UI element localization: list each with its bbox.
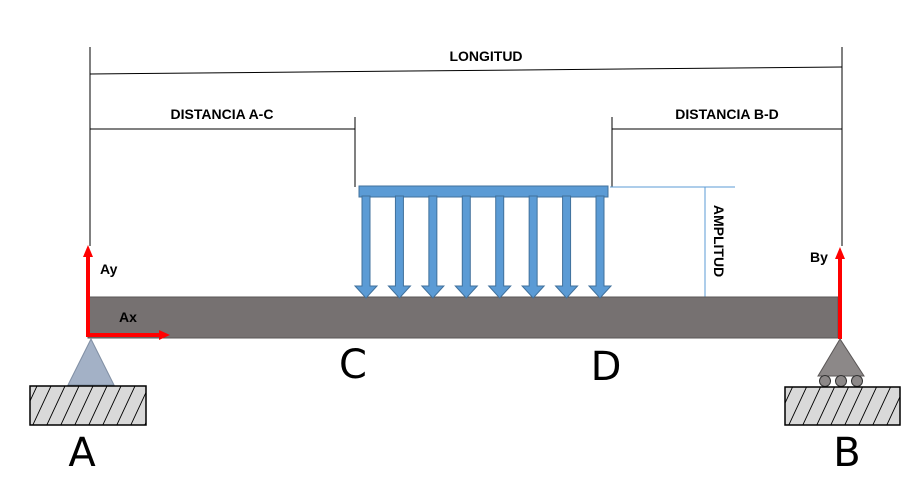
beam <box>87 296 839 339</box>
reaction-ay <box>83 245 93 337</box>
load-arrow <box>353 195 379 299</box>
load-arrow <box>521 195 546 299</box>
load-arrow <box>387 195 412 299</box>
roller-support-b <box>784 338 901 426</box>
reaction-by <box>835 247 845 339</box>
ground-a-hatch <box>29 385 147 426</box>
load-arrow <box>420 195 445 299</box>
dimension-lines <box>89 47 843 246</box>
pin-triangle <box>67 337 115 386</box>
reaction-by-arrowhead <box>835 247 845 259</box>
distributed-load <box>353 185 613 299</box>
roller-triangle <box>817 338 865 377</box>
roller-wheel <box>819 375 831 387</box>
roller-wheel <box>835 375 847 387</box>
ground-b-hatch <box>784 386 901 426</box>
ay-label: Ay <box>100 261 118 277</box>
load-arrow <box>454 195 479 299</box>
by-label: By <box>810 249 828 265</box>
load-top-bar <box>358 185 609 198</box>
reaction-ax <box>86 330 170 340</box>
load-arrow <box>587 195 613 299</box>
length-label: LONGITUD <box>449 48 522 64</box>
load-arrow <box>487 195 512 299</box>
length-dimension-line <box>89 66 843 75</box>
reaction-ax-arrowhead <box>159 330 170 340</box>
reaction-ay-arrowhead <box>83 245 93 257</box>
dist-bd-label: DISTANCIA B-D <box>675 106 778 122</box>
load-arrow <box>554 195 579 299</box>
point-b-label: B <box>833 430 860 476</box>
dist-ac-label: DISTANCIA A-C <box>171 106 274 122</box>
ax-label: Ax <box>119 309 137 325</box>
point-d-label: D <box>591 344 622 390</box>
roller-wheel <box>851 375 863 387</box>
amplitude-label: AMPLITUD <box>711 205 727 277</box>
point-c-label: C <box>339 342 367 388</box>
pin-support-a <box>29 337 147 426</box>
point-a-label: A <box>68 430 96 476</box>
